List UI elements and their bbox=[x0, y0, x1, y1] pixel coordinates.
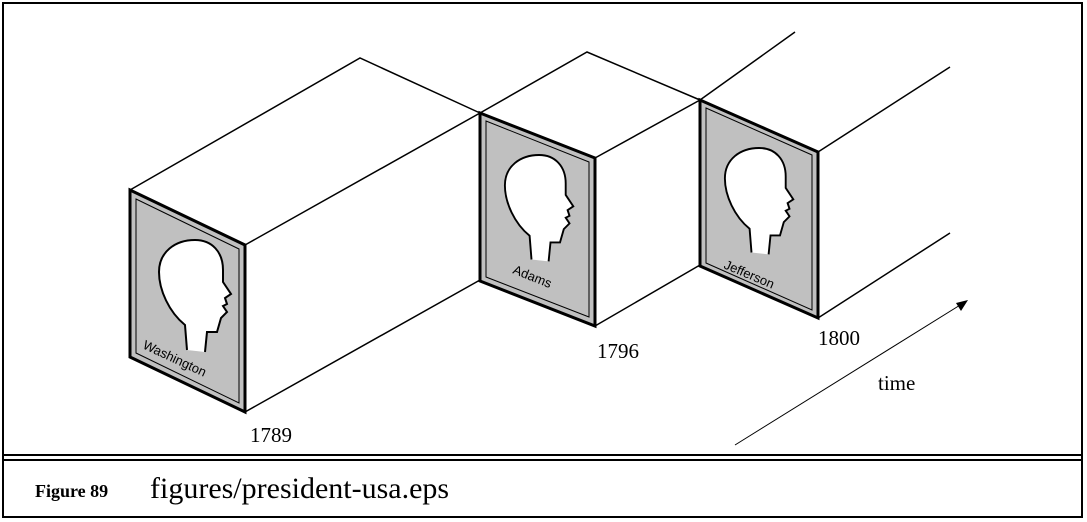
year-label-adams: 1796 bbox=[597, 339, 639, 363]
washington-head-icon bbox=[157, 238, 233, 353]
time-arrow bbox=[734, 300, 968, 446]
figure-number: Figure 89 bbox=[35, 481, 109, 501]
year-label-jefferson: 1800 bbox=[818, 326, 860, 350]
jefferson-head-icon bbox=[723, 147, 795, 255]
caption-divider-top bbox=[2, 454, 1083, 456]
caption-divider-bottom bbox=[2, 459, 1083, 461]
figure-filename: figures/president-usa.eps bbox=[150, 472, 450, 505]
year-label-washington: 1789 bbox=[250, 423, 292, 447]
time-axis-label: time bbox=[878, 371, 915, 395]
adams-head-icon bbox=[503, 154, 575, 262]
